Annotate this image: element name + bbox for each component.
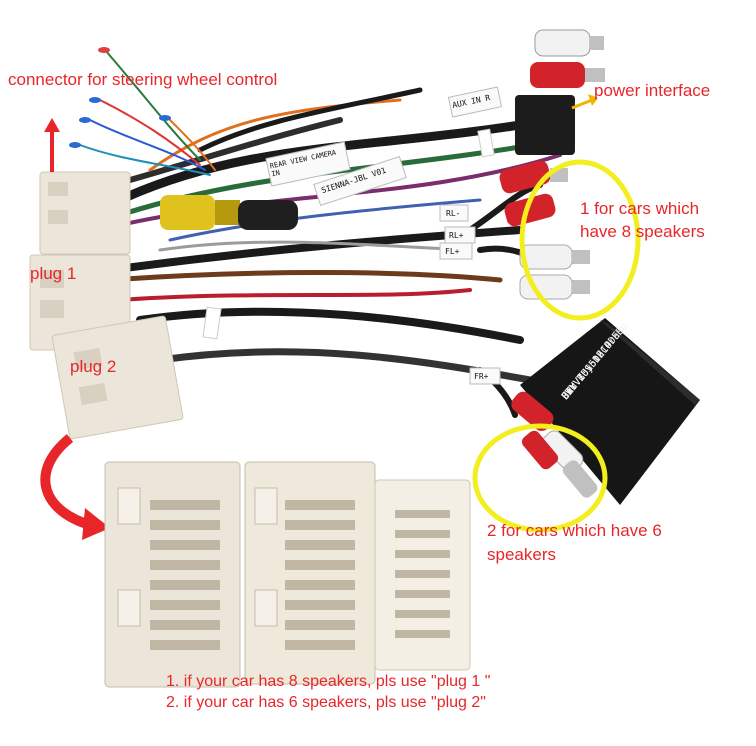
can-bus-decoder-box	[520, 318, 700, 505]
plug-1-label: plug 1	[30, 264, 77, 283]
six-speaker-label-line2: speakers	[487, 545, 556, 564]
usage-note-1: 1. if your car has 8 speakers, pls use "…	[166, 673, 491, 690]
arrow-up-icon	[44, 118, 60, 172]
camera-rca-plug	[160, 195, 240, 230]
power-interface-connector	[515, 95, 575, 155]
tag-rl-minus: RL-	[446, 209, 461, 218]
steering-connector	[39, 171, 131, 255]
inline-filter	[238, 200, 298, 230]
steering-connector-label: connector for steering wheel control	[8, 70, 278, 89]
arrow-right-icon	[571, 94, 598, 110]
six-speaker-rca-cluster	[511, 391, 598, 498]
cable-ties	[202, 128, 495, 340]
six-speaker-highlight	[472, 423, 608, 533]
usage-note-2: 2. if your car has 6 speakers, pls use "…	[166, 694, 486, 711]
tag-fr-plus: FR+	[474, 372, 489, 381]
eight-speaker-highlight	[519, 159, 641, 321]
wire-bundle	[79, 49, 563, 418]
aux-rca-plugs	[530, 29, 605, 88]
lead-tips	[69, 47, 171, 148]
tag-rl-plus: RL+	[449, 231, 464, 240]
plug-2-label: plug 2	[70, 357, 117, 376]
harness-tags	[265, 86, 503, 385]
eight-speaker-label-line1: 1 for cars which	[580, 199, 700, 218]
eight-speaker-label-line2: have 8 speakers	[580, 222, 705, 241]
closeup-connectors	[104, 461, 471, 688]
tag-fl-plus: FL+	[445, 247, 460, 256]
curved-arrow-icon	[40, 434, 110, 540]
power-interface-label: power interface	[594, 81, 711, 100]
six-speaker-label-line1: 2 for cars which have 6	[487, 521, 662, 540]
plug-2-connector	[51, 315, 184, 440]
